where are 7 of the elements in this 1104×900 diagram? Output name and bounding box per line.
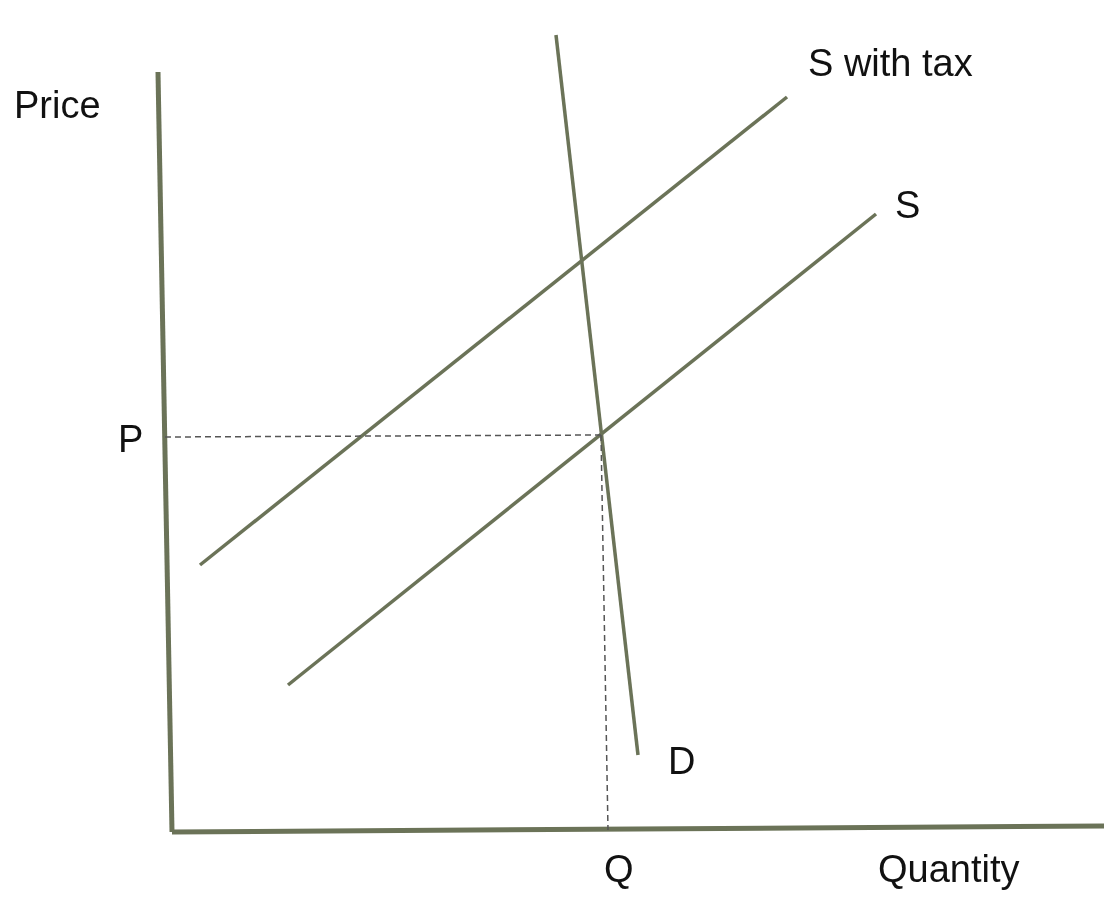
curve-label: D (668, 742, 696, 780)
price-level-label: P (118, 420, 144, 458)
axis-label: Price (14, 86, 101, 124)
axis-label: Quantity (878, 850, 1020, 888)
curve-label: S (895, 186, 921, 224)
quantity-level-label: Q (604, 850, 634, 888)
curve-label: S with tax (808, 44, 973, 82)
